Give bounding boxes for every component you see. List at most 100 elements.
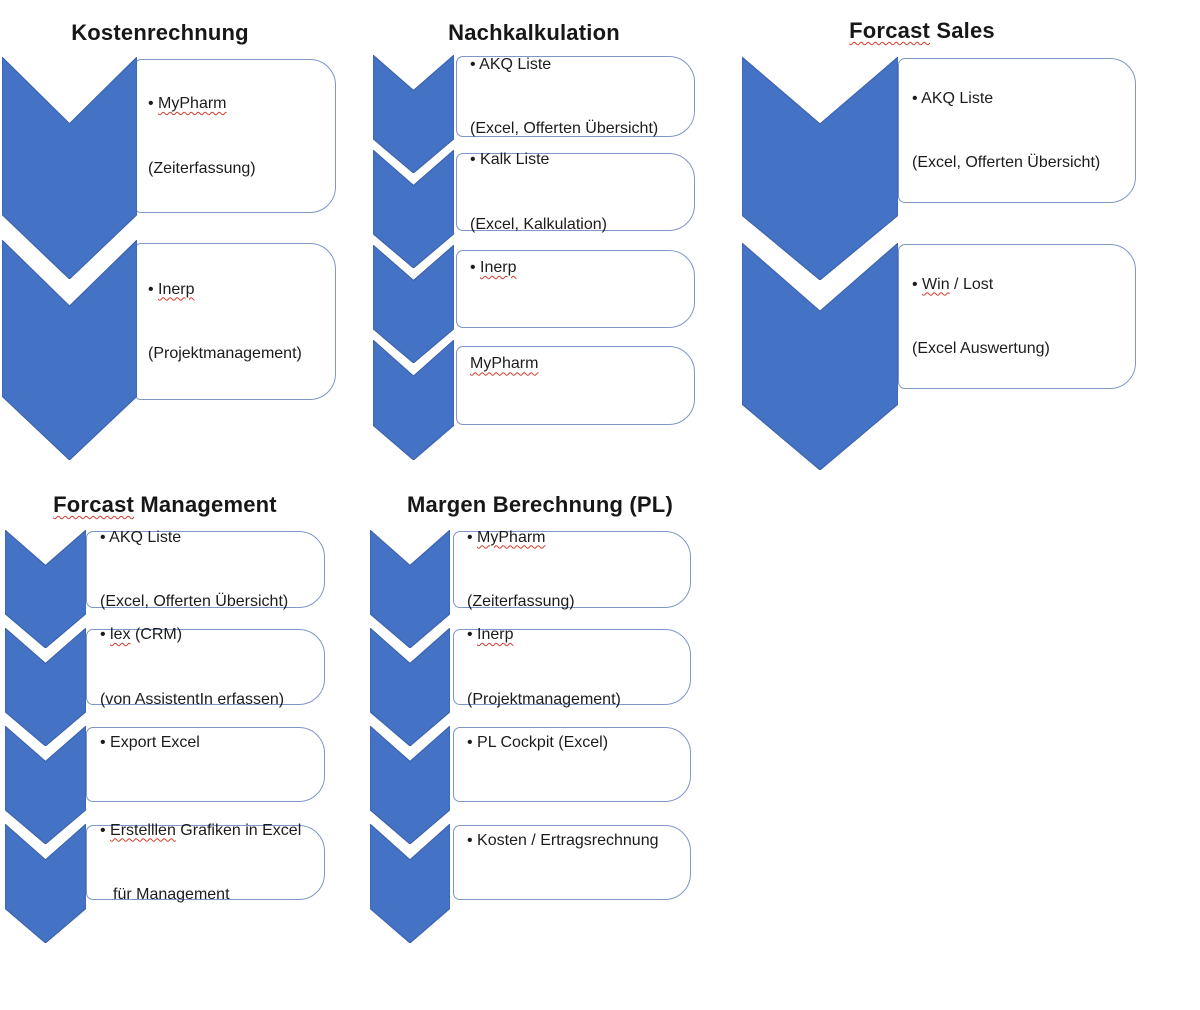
list-item-line1: • Inerp (470, 257, 517, 279)
list-item: • Kalk Liste (Excel, Kalkulation) (456, 151, 695, 233)
title-text: Management (134, 492, 277, 517)
list-item-text: • Win / Lost (Excel Auswertung) (912, 231, 1050, 403)
list-item: • Win / Lost (Excel Auswertung) (898, 244, 1136, 389)
list-item-line2: für Management (113, 886, 230, 903)
list-item-text: • Export Excel (100, 689, 200, 840)
list-item-line1: • MyPharm (148, 93, 256, 115)
title-text: Sales (930, 18, 995, 43)
list-item-line1: • Kalk Liste (470, 149, 607, 171)
list-item: • Inerp (456, 250, 695, 328)
item-text: Kosten / Ertragsrechnung (477, 832, 659, 850)
list-item-text: • AKQ Liste (Excel, Offerten Übersicht) (470, 11, 658, 183)
chevron-down-icon (742, 243, 898, 470)
bullet: • (470, 258, 481, 276)
bullet: • (470, 151, 481, 168)
chevron-down-icon (373, 150, 454, 268)
item-text: Export Excel (110, 734, 200, 752)
title-marked-word: Forcast (53, 492, 135, 517)
list-item-text: • MyPharm (Zeiterfassung) (148, 50, 256, 222)
list-item-text: • Inerp (Projektmanagement) (148, 236, 302, 408)
list-item: MyPharm (456, 346, 695, 425)
list-item-text: • PL Cockpit (Excel) (467, 689, 608, 840)
bullet: • (912, 275, 923, 293)
item-text: / Lost (949, 275, 994, 293)
list-item-line2: (Excel, Kalkulation) (470, 215, 607, 233)
item-text: AKQ Liste (479, 55, 552, 73)
column-title: Margen Berechnung (PL) (390, 492, 690, 518)
column-title: Nachkalkulation (409, 20, 659, 46)
list-item-line1: • MyPharm (467, 527, 575, 549)
list-item-line1: • lex (CRM) (100, 624, 284, 646)
column-title: Forcast Sales (797, 18, 1047, 44)
list-item-line1: • Export Excel (100, 732, 200, 754)
list-item-line1: MyPharm (470, 353, 538, 375)
list-item-line1: • Kosten / Ertragsrechnung (467, 830, 658, 852)
list-item-text: • Kosten / Ertragsrechnung (467, 787, 658, 938)
list-item-text: • Inerp (Projektmanagement) (467, 581, 621, 753)
item-text: PL Cockpit (Excel) (477, 734, 609, 752)
list-item: • Inerp (Projektmanagement) (134, 243, 336, 400)
list-item-text: • Erstelllen Grafiken in Excel für Manag… (100, 777, 301, 949)
item-text: Kalk Liste (480, 151, 550, 168)
marked-word: Win (922, 275, 950, 293)
chevron-down-icon (373, 55, 454, 173)
list-item: • PL Cockpit (Excel) (453, 727, 691, 802)
chevron-down-icon (742, 57, 898, 280)
list-item: • AKQ Liste (Excel, Offerten Übersicht) (456, 56, 695, 137)
chevron-down-icon (373, 245, 454, 363)
list-item: • Kosten / Ertragsrechnung (453, 825, 691, 900)
marked-word: Erstelllen (110, 821, 176, 839)
list-item-line1: • PL Cockpit (Excel) (467, 732, 608, 754)
chevron-down-icon (2, 57, 137, 279)
bullet: • (467, 832, 478, 850)
bullet: • (148, 280, 159, 298)
chevron-down-icon (373, 340, 454, 460)
bullet: • (148, 95, 159, 112)
list-item-line1: • Inerp (467, 624, 621, 646)
list-item-line1: • AKQ Liste (912, 88, 1100, 110)
list-item-line2: (Zeiterfassung) (148, 159, 256, 177)
list-item: • Export Excel (86, 727, 325, 802)
list-item-line1: • AKQ Liste (470, 54, 658, 76)
list-item-line2: (Projektmanagement) (467, 690, 621, 708)
list-item: • Inerp (Projektmanagement) (453, 626, 691, 708)
chevron-down-icon (370, 824, 450, 943)
bullet: • (467, 626, 478, 643)
bullet: • (100, 528, 110, 546)
chevron-down-icon (5, 628, 86, 746)
title-marked-word: Forcast (849, 18, 931, 43)
marked-word: MyPharm (158, 95, 227, 112)
list-item-text: • AKQ Liste (Excel, Offerten Übersicht) (100, 484, 288, 656)
list-item-text: • MyPharm (Zeiterfassung) (467, 484, 575, 656)
list-item-text: • Kalk Liste (Excel, Kalkulation) (470, 106, 607, 278)
marked-word: MyPharm (470, 355, 539, 373)
chevron-down-icon (370, 628, 450, 746)
bullet: • (470, 55, 480, 73)
list-item: • AKQ Liste (Excel, Offerten Übersicht) (898, 58, 1136, 203)
list-item-line2: (Excel Auswertung) (912, 340, 1050, 357)
list-item-line1: • Erstelllen Grafiken in Excel (100, 820, 301, 842)
column-title: Kostenrechnung (35, 20, 285, 46)
chevron-down-icon (5, 726, 86, 844)
list-item-line1: • AKQ Liste (100, 527, 288, 549)
marked-word: Inerp (477, 626, 514, 643)
item-text: AKQ Liste (921, 89, 994, 107)
list-item-line2: (Projektmanagement) (148, 345, 302, 362)
list-item: • lex (CRM) (von AssistentIn erfassen) (86, 626, 325, 708)
list-item-line2: (Zeiterfassung) (467, 593, 575, 610)
chevron-down-icon (2, 240, 137, 460)
title-text: Margen Berechnung (PL) (407, 492, 673, 517)
list-item-line1: • Inerp (148, 279, 302, 301)
marked-word: MyPharm (477, 528, 546, 546)
list-item: • MyPharm (Zeiterfassung) (453, 529, 691, 610)
bullet: • (100, 626, 111, 643)
list-item-text: • AKQ Liste (Excel, Offerten Übersicht) (912, 45, 1100, 217)
marked-word: Inerp (158, 280, 195, 298)
bullet: • (467, 528, 478, 546)
list-item-line2: (Excel, Offerten Übersicht) (912, 154, 1101, 171)
chevron-down-icon (370, 530, 450, 648)
list-item-line2: (Excel, Offerten Übersicht) (470, 120, 659, 137)
chevron-down-icon (5, 530, 86, 648)
bullet: • (100, 734, 111, 752)
